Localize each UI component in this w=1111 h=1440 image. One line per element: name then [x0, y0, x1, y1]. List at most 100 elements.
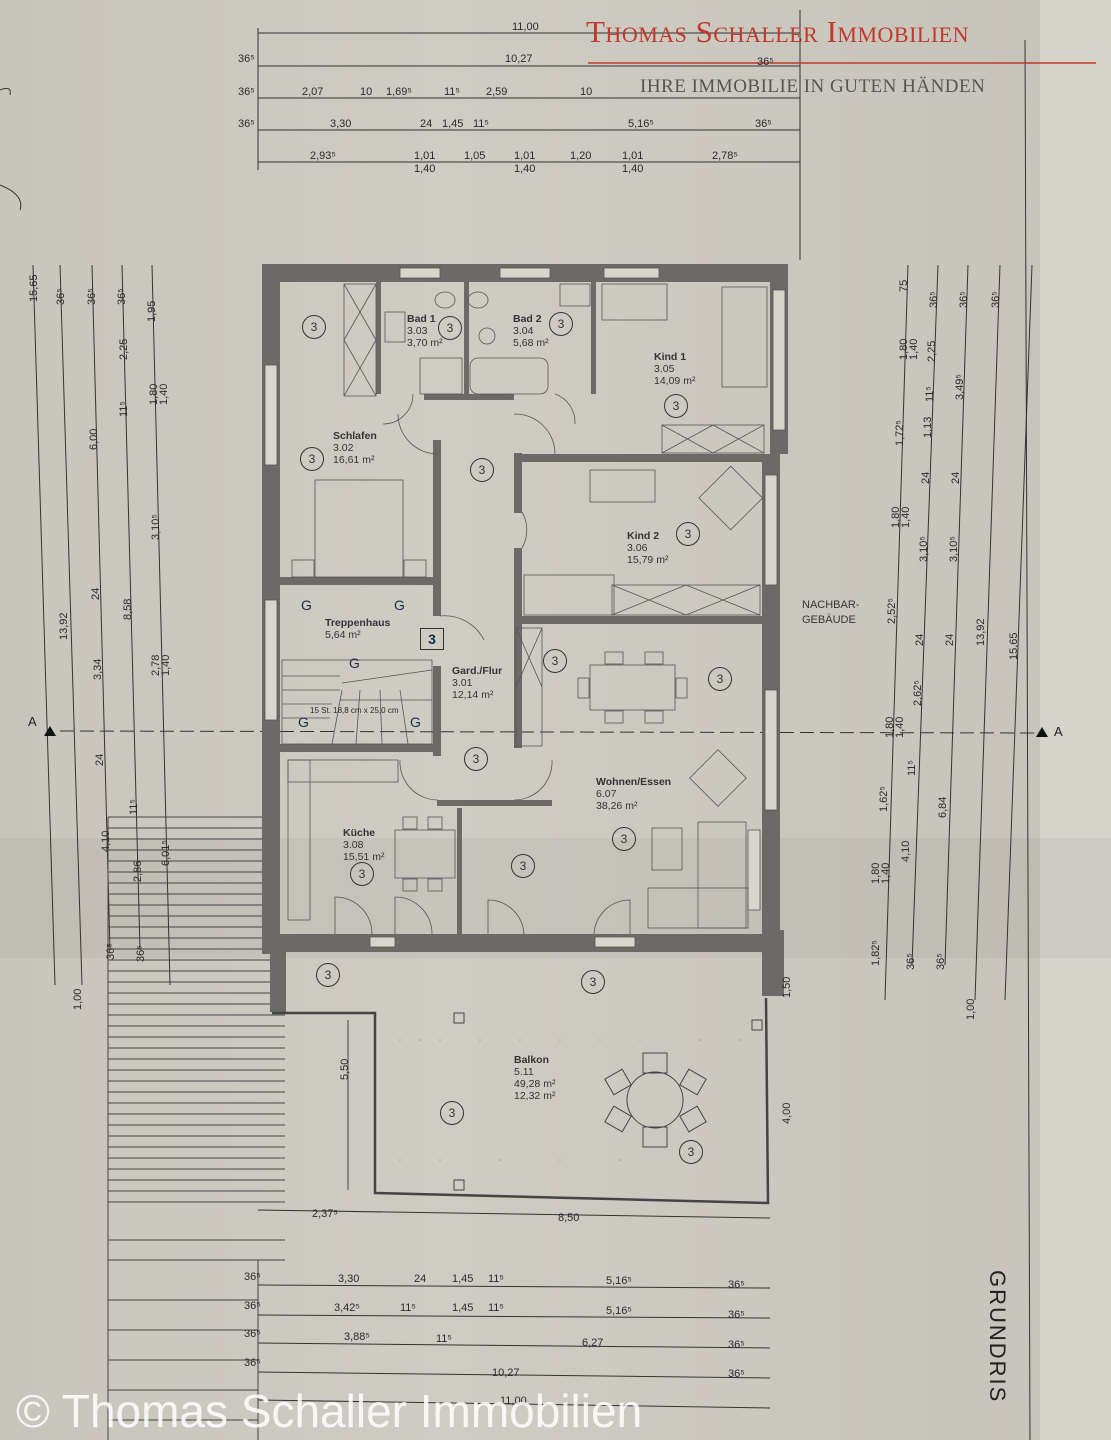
dim-label: 36⁵: [244, 1271, 261, 1283]
dim-label: 2,52⁵: [886, 598, 898, 624]
dim-label: 11⁵: [128, 799, 140, 815]
dim-label: 36⁵: [728, 1339, 745, 1351]
unit-badge: 3: [464, 747, 488, 771]
unit-badge: 3: [440, 1101, 464, 1125]
dim-label: 1,40: [908, 338, 920, 360]
unit-badge: 3: [664, 394, 688, 418]
dim-label: 3,10⁵: [948, 536, 960, 562]
dim-label: 1,40: [160, 654, 172, 676]
dim-label: 36⁵: [116, 288, 128, 305]
dim-label: 36⁵: [238, 118, 255, 130]
g-marker: G: [394, 597, 405, 613]
dim-label: 36⁵: [728, 1368, 745, 1380]
dim-label: 2,59: [486, 86, 508, 98]
dim-label: 36⁵: [105, 943, 117, 960]
unit-badge: 3: [676, 522, 700, 546]
g-marker: G: [410, 714, 421, 730]
room-kind1: Kind 1 3.05 14,09 m²: [654, 351, 696, 387]
dim-label: 36⁵: [928, 291, 940, 308]
logo-underline: [588, 62, 1096, 64]
stair-note: 15 St. 18,8 cm x 25,0 cm: [310, 706, 399, 715]
dim-label: 13,92: [58, 612, 70, 640]
dim-label: 3,42⁵: [334, 1302, 360, 1314]
dim-label: 1,45: [452, 1302, 474, 1314]
room-flur: Gard./Flur 3.01 12,14 m²: [452, 665, 503, 701]
dim-label: 36⁵: [755, 118, 772, 130]
g-marker: G: [301, 597, 312, 613]
dim-label: 36⁵: [757, 56, 774, 68]
dim-label: 8,58: [122, 598, 134, 620]
dim-label: 36⁵: [990, 291, 1002, 308]
dim-label: 11⁵: [400, 1302, 416, 1314]
dim-label: 13,92: [975, 618, 987, 646]
unit-badge: 3: [350, 862, 374, 886]
dim-label: 1,01: [414, 150, 436, 162]
dim-label: 24: [90, 587, 102, 600]
dim-label: 2,93⁵: [310, 150, 336, 162]
dim-label: 2,25: [926, 340, 938, 362]
dim-label: 1,00: [965, 998, 977, 1020]
room-balkon: Balkon 5.11 49,28 m² 12,32 m²: [514, 1054, 556, 1102]
dim-label: 1,40: [894, 716, 906, 738]
room-wohnen-essen: Wohnen/Essen 6.07 38,26 m²: [596, 776, 672, 812]
dim-label: 1,62⁵: [878, 786, 890, 812]
dim-label: 6,01⁵: [160, 840, 172, 866]
dim-label: 1,40: [880, 862, 892, 884]
dim-label: 8,50: [558, 1212, 580, 1224]
dim-label: 2,86: [132, 860, 144, 882]
room-bad2: Bad 2 3.04 5,68 m²: [513, 313, 549, 349]
dim-label: 1,00: [72, 988, 84, 1010]
dim-label: 5,16⁵: [628, 118, 654, 130]
dim-label: 11⁵: [924, 386, 936, 402]
dim-label: 1,13: [922, 416, 934, 438]
dim-label: 3,30: [338, 1273, 360, 1285]
dim-label: 1,40: [900, 506, 912, 528]
dim-label: 1,50: [781, 976, 793, 998]
dim-label: 10,27: [505, 53, 533, 65]
dim-label: 75: [898, 279, 910, 292]
dim-label: 24: [944, 633, 956, 646]
dim-label: 36⁵: [905, 953, 917, 970]
dim-label: 24: [414, 1273, 427, 1285]
room-bad1: Bad 1 3.03 3,70 m²: [407, 313, 443, 349]
dim-label: 3,30: [330, 118, 352, 130]
unit-badge: 3: [543, 649, 567, 673]
dim-label: 11⁵: [488, 1273, 504, 1285]
dim-label: 11⁵: [444, 86, 460, 98]
unit-badge: 3: [302, 315, 326, 339]
section-marker-left: A: [28, 714, 37, 729]
unit-badge: 3: [438, 316, 462, 340]
dim-label: 1,40: [414, 163, 436, 175]
dim-label: 36⁵: [244, 1357, 261, 1369]
unit-badge: 3: [470, 458, 494, 482]
dim-label: 2,62⁵: [912, 680, 924, 706]
dim-label: 24: [914, 633, 926, 646]
dim-label: 24: [920, 471, 932, 484]
dim-label: 36⁵: [86, 288, 98, 305]
dim-label: 1,40: [622, 163, 644, 175]
unit-badge: 3: [708, 667, 732, 691]
dim-label: 3,88⁵: [344, 1331, 370, 1343]
dim-label: 1,20: [570, 150, 592, 162]
g-marker: G: [349, 655, 360, 671]
dim-label: 2,25: [118, 338, 130, 360]
dim-label: 4,10: [900, 840, 912, 862]
dim-label: 10: [580, 86, 593, 98]
dim-label: 1,95: [146, 300, 158, 322]
dim-label: 1,01: [622, 150, 644, 162]
dim-label: 6,00: [88, 428, 100, 450]
dim-label: 5,16⁵: [606, 1305, 632, 1317]
dim-label: 1,01: [514, 150, 536, 162]
dim-label: 36⁵: [238, 86, 255, 98]
dim-label: 36⁵: [728, 1279, 745, 1291]
unit-badge: 3: [316, 963, 340, 987]
plan-title-wrapper: GRUNDRIS: [985, 1270, 1111, 1403]
dim-label: 24: [420, 118, 433, 130]
company-tagline: IHRE IMMOBILIE IN GUTEN HÄNDEN: [640, 76, 986, 97]
dim-label: 6,84: [937, 796, 949, 818]
dim-label: 36⁵: [244, 1300, 261, 1312]
dim-label: 11⁵: [436, 1333, 452, 1345]
g-marker: G: [298, 714, 309, 730]
dim-label: 1,40: [514, 163, 536, 175]
